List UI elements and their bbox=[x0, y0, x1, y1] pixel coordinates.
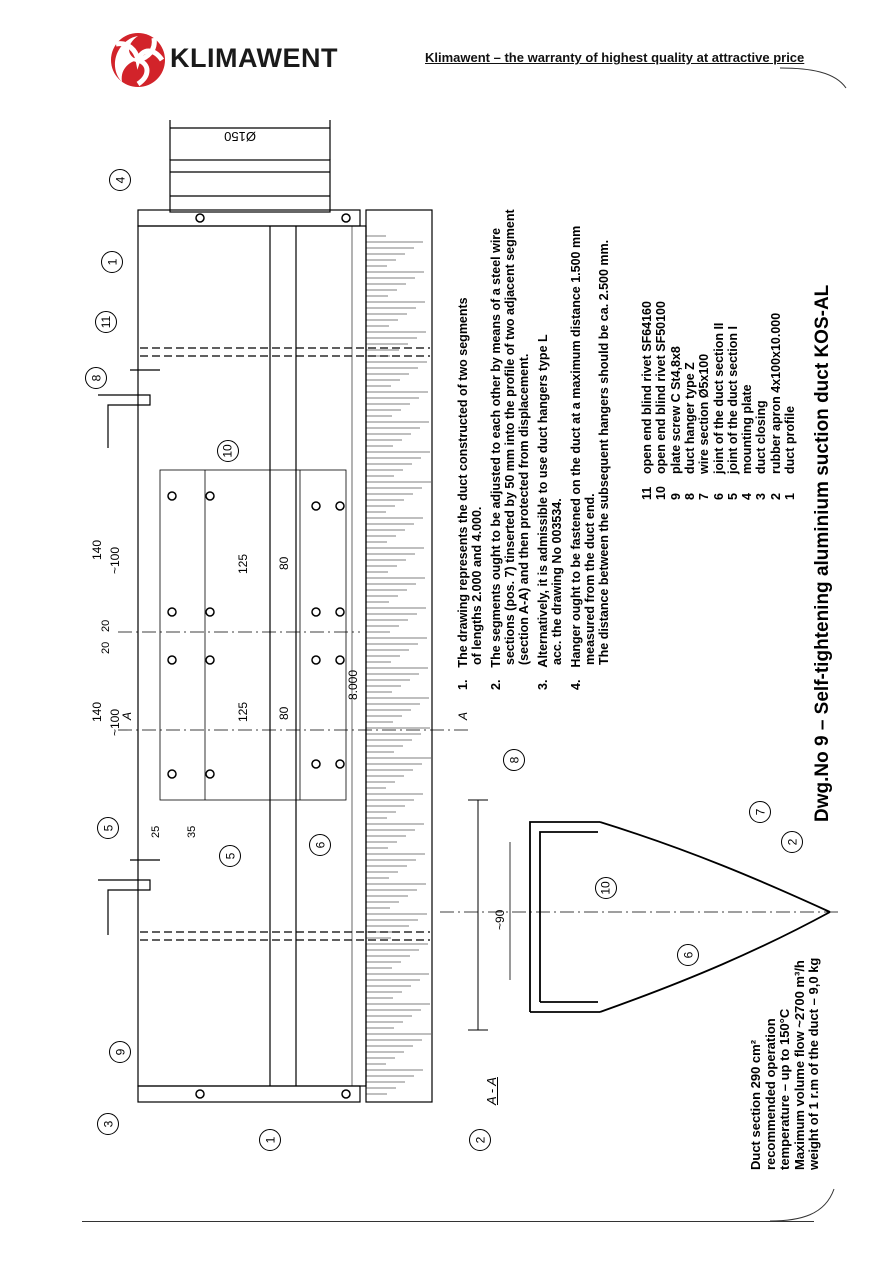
dim-80b: 80 bbox=[277, 706, 291, 720]
section-marker-a: A bbox=[120, 711, 134, 720]
footer-curve bbox=[770, 1188, 835, 1222]
part-balloon-2: 2 bbox=[469, 1129, 491, 1151]
spec-line: Maximum volume flow ~2700 m³/h bbox=[791, 960, 807, 1170]
part-balloon-5: 5 bbox=[219, 845, 241, 867]
rivet-marker bbox=[311, 759, 321, 769]
rivet-marker bbox=[311, 607, 321, 617]
part-balloon-1: 1 bbox=[101, 251, 123, 273]
part-balloon-10: 10 bbox=[595, 877, 617, 899]
rivet-marker bbox=[167, 491, 177, 501]
rivet-marker bbox=[195, 213, 205, 223]
spec-line: weight of 1 r.m of the duct – 9,0 kg bbox=[806, 957, 821, 1170]
logo-swirl-icon bbox=[111, 33, 165, 87]
dim-length: 8.000 bbox=[346, 669, 360, 700]
section-a-a-label: A - A bbox=[484, 1077, 499, 1105]
rivet-marker bbox=[167, 769, 177, 779]
brand-name: KLIMAWENT bbox=[170, 43, 338, 73]
rivet-marker bbox=[341, 213, 351, 223]
part-balloon-4: 4 bbox=[109, 169, 131, 191]
parts-list-item: 3duct closing bbox=[754, 400, 769, 500]
part-balloon-10: 10 bbox=[217, 440, 239, 462]
part-balloon-3: 3 bbox=[97, 1113, 119, 1135]
rivet-marker bbox=[195, 1089, 205, 1099]
parts-list-item: 6joint of the duct section II bbox=[711, 322, 726, 500]
rivet-marker bbox=[335, 607, 345, 617]
note-line: (section A-A) and then protected from di… bbox=[517, 353, 531, 665]
dim-35: 35 bbox=[186, 825, 198, 838]
rivet-marker bbox=[311, 501, 321, 511]
part-balloon-6: 6 bbox=[309, 834, 331, 856]
note-line: 3.Alternatively, it is admissible to use… bbox=[536, 334, 550, 690]
note-line: The distance between the subsequent hang… bbox=[597, 239, 611, 665]
dim-125a: 125 bbox=[236, 553, 250, 574]
note-line: sections (pos. 7) tinserted by 50 mm int… bbox=[503, 209, 517, 665]
drawing-title: Dwg.No 9 – Self-tightening aluminium suc… bbox=[812, 284, 833, 822]
parts-list-item: 7wire section Ø5x100 bbox=[697, 353, 712, 500]
note-line: of lengths 2.000 and 4.000. bbox=[470, 506, 484, 665]
dim-140a: 140 bbox=[90, 539, 104, 560]
rivet-marker bbox=[205, 491, 215, 501]
part-balloon-9: 9 bbox=[109, 1041, 131, 1063]
rivet-marker bbox=[205, 607, 215, 617]
parts-list-item: 10open end blind rivet SF50100 bbox=[654, 301, 669, 500]
part-balloon-5: 5 bbox=[97, 817, 119, 839]
section-marker-a2: A bbox=[456, 711, 470, 720]
spec-line: recommended operation bbox=[762, 1018, 778, 1170]
note-line: 1.The drawing represents the duct constr… bbox=[456, 297, 470, 690]
dim-20b: 20 bbox=[100, 641, 112, 654]
rivet-marker bbox=[167, 655, 177, 665]
parts-list-item: 8duct hanger type Z bbox=[682, 362, 697, 500]
duct-closing-bottom bbox=[137, 1085, 361, 1103]
parts-list-item: 9plate screw C St4,8x8 bbox=[668, 346, 683, 500]
dim-20a: 20 bbox=[100, 619, 112, 632]
rivet-marker bbox=[335, 655, 345, 665]
dim-90: ~90 bbox=[493, 909, 507, 930]
part-balloon-2: 2 bbox=[781, 831, 803, 853]
rivet-marker bbox=[311, 655, 321, 665]
note-line: 4.Hanger ought to be fastened on the duc… bbox=[569, 225, 583, 690]
header-tagline: Klimawent – the warranty of highest qual… bbox=[425, 50, 805, 65]
section-a-a bbox=[440, 799, 840, 1031]
parts-list-item: 2rubber apron 4x100x10.000 bbox=[768, 312, 783, 500]
dim-25: 25 bbox=[150, 825, 162, 838]
dim-diameter: Ø150 bbox=[224, 129, 256, 144]
rivet-marker bbox=[341, 1089, 351, 1099]
rivet-marker bbox=[335, 501, 345, 511]
spec-line: Duct section 290 cm² bbox=[748, 1039, 763, 1170]
part-balloon-8: 8 bbox=[85, 367, 107, 389]
dim-100a: ~100 bbox=[108, 546, 122, 574]
part-balloon-11: 11 bbox=[95, 311, 117, 333]
spec-line: temperature – up to 150°C bbox=[777, 1008, 792, 1170]
rivet-marker bbox=[335, 759, 345, 769]
part-balloon-7: 7 bbox=[749, 801, 771, 823]
parts-list-item: 5joint of the duct section I bbox=[725, 326, 740, 500]
note-line: 2.The segments ought to be adjusted to e… bbox=[489, 227, 503, 690]
spigot-body bbox=[169, 159, 331, 213]
parts-list-item: 1duct profile bbox=[783, 405, 797, 500]
page-header: KLIMAWENT Klimawent – the warranty of hi… bbox=[0, 0, 893, 120]
parts-list-item: 4mounting plate bbox=[740, 384, 755, 500]
rivet-markers bbox=[167, 213, 351, 1099]
part-balloon-6: 6 bbox=[677, 944, 699, 966]
part-balloon-1: 1 bbox=[259, 1129, 281, 1151]
rivet-marker bbox=[205, 655, 215, 665]
dim-140b: 140 bbox=[90, 701, 104, 722]
dim-80a: 80 bbox=[277, 556, 291, 570]
klimawent-logo: KLIMAWENT bbox=[108, 30, 337, 90]
rivet-marker bbox=[167, 607, 177, 617]
parts-list-item: 11open end blind rivet SF64160 bbox=[640, 301, 654, 500]
note-line: measured from the duct end. bbox=[583, 493, 597, 665]
header-curve bbox=[780, 67, 847, 89]
note-line: acc. the drawing No 003534. bbox=[550, 498, 564, 665]
part-balloon-8: 8 bbox=[503, 749, 525, 771]
apron-hatching bbox=[366, 235, 431, 1095]
dim-125b: 125 bbox=[236, 701, 250, 722]
footer-line bbox=[82, 1221, 814, 1222]
rivet-marker bbox=[205, 769, 215, 779]
